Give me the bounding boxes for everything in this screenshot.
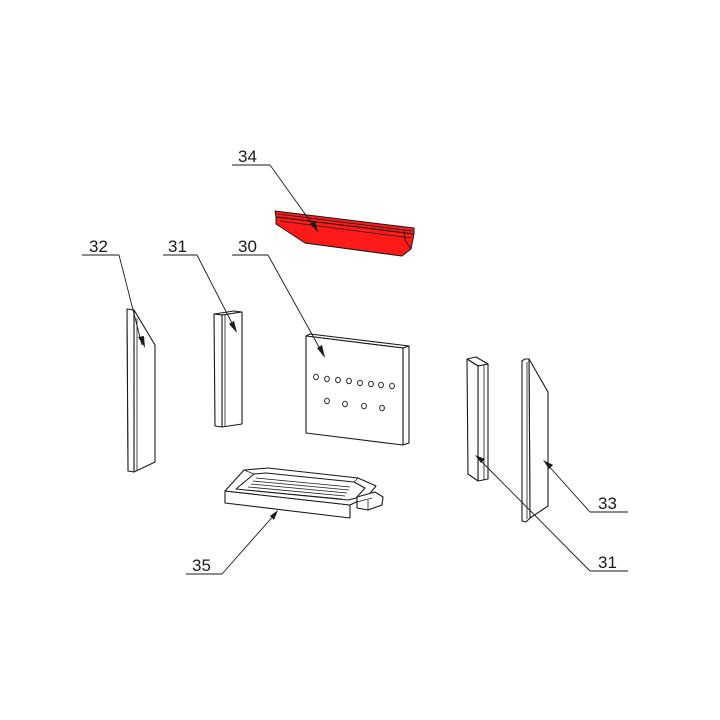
- leader-lines: [82, 164, 628, 575]
- air-holes-row-1: [313, 373, 395, 390]
- part-34-baffle: [274, 210, 415, 257]
- part-32-left-panel: [126, 308, 156, 473]
- part-31-left-brick: [213, 310, 243, 428]
- panel-33-edge: [521, 358, 531, 523]
- callout-34: 34: [238, 147, 257, 166]
- tray-inner: [235, 472, 366, 501]
- callout-31-right: 31: [598, 553, 617, 572]
- callout-30: 30: [238, 237, 257, 256]
- tray-right-tab: [356, 491, 384, 511]
- part-30-rear-panel: [305, 333, 410, 446]
- callout-32: 32: [89, 237, 108, 256]
- callout-33: 33: [598, 494, 617, 513]
- callout-31-left: 31: [168, 237, 187, 256]
- part-35-grate-tray: [224, 467, 384, 519]
- callout-35: 35: [192, 556, 211, 575]
- brick-31a-side: [213, 313, 223, 428]
- air-holes-row-2: [324, 397, 385, 412]
- panel-33-face: [528, 358, 549, 519]
- callout-labels: 34 32 31 30 35 33 31: [89, 147, 617, 575]
- grate-bars: [245, 477, 351, 500]
- part-31-right-brick: [466, 356, 489, 482]
- part-33-right-panel: [521, 358, 549, 523]
- brick-31b-side: [466, 358, 479, 482]
- panel-30-side-edge: [402, 345, 410, 446]
- panel-30-front: [305, 335, 404, 446]
